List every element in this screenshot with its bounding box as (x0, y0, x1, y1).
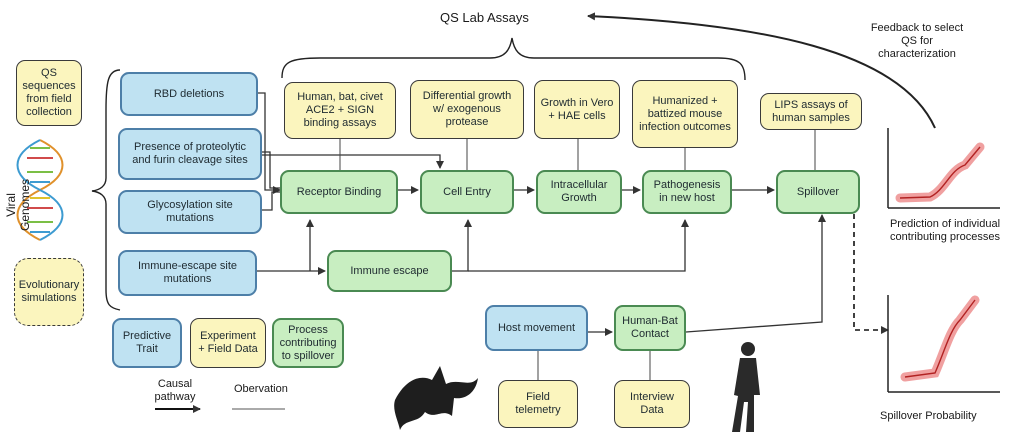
trait-brace (91, 69, 121, 311)
legend-process-contributing: Process contributing to spillover (272, 318, 344, 368)
feedback-label: Feedback to select QS for characterizati… (870, 22, 964, 60)
immune-escape-box: Immune escape (327, 250, 452, 292)
dna-helix-icon (16, 139, 64, 241)
qs-lab-assays-title: QS Lab Assays (440, 10, 529, 25)
legend-causal-label: Causal pathway (154, 378, 196, 403)
assay-brace (281, 37, 746, 81)
proteolytic-sites-box: Presence of proteolytic and furin cleava… (118, 128, 262, 180)
glycosylation-box: Glycosylation site mutations (118, 190, 262, 234)
spillover-probability-caption: Spillover Probability (880, 410, 977, 422)
prediction-caption: Prediction of individual contributing pr… (889, 218, 1001, 243)
legend-observation-label: Obervation (234, 383, 288, 395)
differential-growth-box: Differential growth w/ exogenous proteas… (410, 80, 524, 139)
legend-predictive-trait: Predictive Trait (112, 318, 182, 368)
prediction-plot (887, 128, 1000, 209)
rbd-deletions-box: RBD deletions (120, 72, 258, 116)
bat-icon (394, 366, 478, 430)
viral-genomes-label: Viral Genomes (4, 178, 32, 232)
cell-entry-box: Cell Entry (420, 170, 514, 214)
intracellular-growth-box: Intracellular Growth (536, 170, 622, 214)
qs-sequences-box: QS sequences from field collection (16, 60, 82, 126)
pathogenesis-box: Pathogenesis in new host (642, 170, 732, 214)
binding-assays-box: Human, bat, civet ACE2 + SIGN binding as… (284, 82, 396, 139)
host-movement-box: Host movement (485, 305, 588, 351)
mouse-outcomes-box: Humanized + battized mouse infection out… (632, 80, 738, 148)
immune-escape-sites-box: Immune-escape site mutations (118, 250, 257, 296)
person-icon (732, 342, 760, 432)
interview-data-box: Interview Data (614, 380, 690, 428)
spillover-box: Spillover (776, 170, 860, 214)
human-bat-contact-box: Human-Bat Contact (614, 305, 686, 351)
spillover-probability-plot (887, 295, 1000, 393)
growth-vero-box: Growth in Vero + HAE cells (534, 80, 620, 139)
receptor-binding-box: Receptor Binding (280, 170, 398, 214)
feedback-arrow (587, 12, 936, 129)
lips-assays-box: LIPS assays of human samples (760, 93, 862, 130)
legend-experiment-field: Experiment + Field Data (190, 318, 266, 368)
field-telemetry-box: Field telemetry (498, 380, 578, 428)
evolutionary-simulations-box: Evolutionary simulations (14, 258, 84, 326)
